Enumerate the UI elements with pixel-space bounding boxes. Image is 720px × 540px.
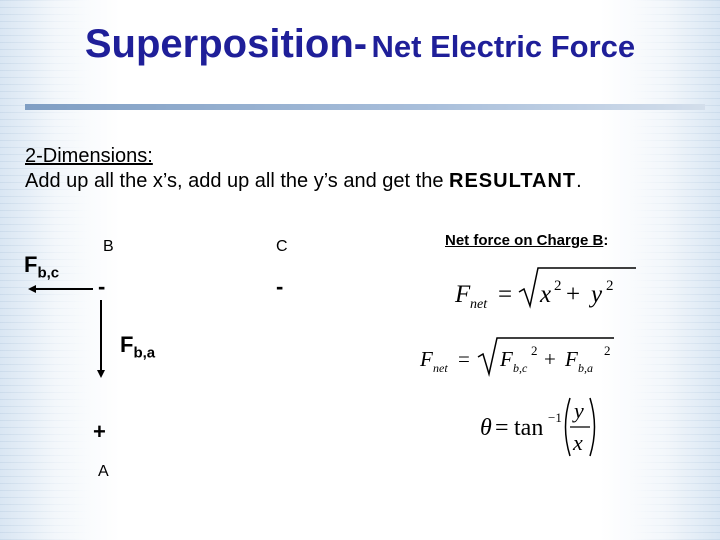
force-bc-label: Fb,c bbox=[24, 252, 59, 281]
charge-a-sign: + bbox=[93, 419, 106, 444]
formula-components-ba-exp: 2 bbox=[604, 343, 611, 358]
charge-c-sign: - bbox=[276, 274, 284, 299]
instruction-text: Add up all the x’s, add up all the y’s a… bbox=[25, 170, 582, 193]
formula-angle-numerator: y bbox=[572, 398, 584, 423]
charge-c-label: C bbox=[276, 238, 288, 255]
formula-angle-equals: = bbox=[495, 415, 509, 441]
formula-components-net: net bbox=[433, 361, 448, 375]
net-force-title-suffix: : bbox=[603, 232, 609, 249]
instruction-end: . bbox=[576, 170, 582, 192]
slide-title: Superposition- Net Electric Force bbox=[0, 22, 720, 67]
formula-angle-tan: tan bbox=[514, 415, 543, 441]
formula-magnitude-x-exp: 2 bbox=[554, 278, 562, 294]
title-sub: Net Electric Force bbox=[371, 29, 636, 64]
formula-components-f: F bbox=[419, 347, 433, 371]
formula-angle-paren-left bbox=[564, 397, 571, 457]
formula-components-plus: + bbox=[544, 347, 556, 371]
formula-components-bc: b,c bbox=[513, 361, 528, 375]
formula-magnitude-net: net bbox=[470, 297, 488, 312]
formula-components-root bbox=[477, 337, 614, 377]
formula-magnitude-y: y bbox=[588, 281, 603, 308]
charge-a-label: A bbox=[98, 463, 109, 480]
net-force-title: Net force on Charge B: bbox=[445, 232, 608, 249]
force-ba-label: Fb,a bbox=[120, 332, 155, 361]
formula-components-f1: F bbox=[499, 347, 513, 371]
formula-magnitude-equals: = bbox=[498, 281, 512, 308]
formula-magnitude-y-exp: 2 bbox=[606, 278, 614, 294]
charge-b-label: B bbox=[103, 238, 114, 255]
formula-components-f2: F bbox=[564, 347, 578, 371]
charge-b-sign: - bbox=[98, 274, 106, 299]
force-ba-subscript: b,a bbox=[133, 344, 156, 362]
force-bc-subscript: b,c bbox=[37, 264, 60, 282]
formula-components-ba: b,a bbox=[578, 361, 593, 375]
formula-magnitude-root bbox=[518, 267, 636, 309]
formula-angle-theta: θ bbox=[480, 415, 492, 441]
formula-magnitude-x: x bbox=[539, 281, 551, 308]
title-main: Superposition- bbox=[84, 22, 368, 66]
title-divider bbox=[25, 104, 705, 110]
instruction-emphasis: RESULTANT bbox=[449, 170, 577, 192]
net-force-title-text: Net force on Charge B bbox=[445, 232, 604, 249]
formula-components-equals: = bbox=[458, 347, 470, 371]
formula-angle-denominator: x bbox=[572, 430, 583, 455]
formula-magnitude-plus: + bbox=[566, 281, 580, 308]
formula-magnitude-f: F bbox=[454, 281, 471, 308]
formula-components-bc-exp: 2 bbox=[531, 343, 538, 358]
formula-angle-paren-right bbox=[589, 397, 596, 457]
force-ba-symbol: F bbox=[120, 332, 134, 357]
instruction-body: Add up all the x’s, add up all the y’s a… bbox=[25, 170, 444, 192]
force-bc-symbol: F bbox=[24, 252, 38, 277]
formula-angle-inverse: −1 bbox=[548, 410, 562, 425]
section-heading: 2-Dimensions: bbox=[25, 145, 153, 167]
